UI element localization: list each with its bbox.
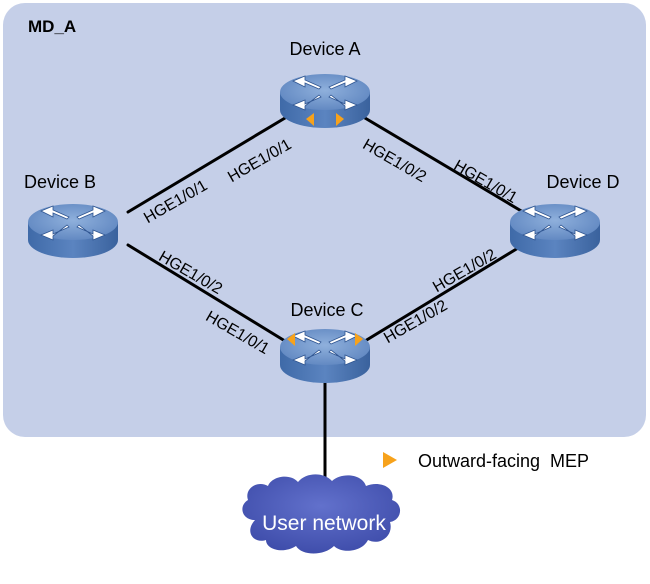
mep-marker-c-port1-icon [287,333,295,346]
device-c-label: Device C [290,300,363,320]
link-a-d [363,116,525,214]
device-d-label: Device D [546,172,619,192]
link-b-c [126,243,287,343]
device-d-router-icon[interactable] [509,203,601,259]
mep-marker-a-port2-icon [336,113,344,126]
user-network-label: User network [262,512,386,535]
device-b-router-icon[interactable] [27,203,119,259]
link-a-b [126,116,287,214]
mep-marker-c-port2-icon [355,333,363,346]
legend-triangle-icon [383,452,397,468]
device-a-router-icon[interactable] [279,73,371,129]
device-b-label: Device B [24,172,96,192]
legend-label: Outward-facing MEP [418,451,589,471]
link-d-c [363,243,525,343]
device-a-label: Device A [289,39,360,59]
domain-label: MD_A [28,17,76,36]
user-network-cloud-icon[interactable] [242,474,401,554]
mep-marker-a-port1-icon [306,113,314,126]
maintenance-domain-area [3,3,646,437]
